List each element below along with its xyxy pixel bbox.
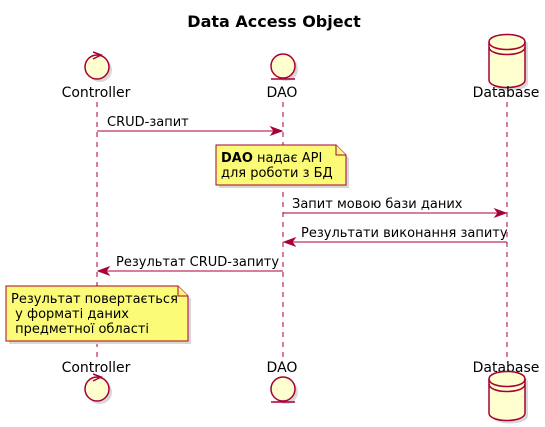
message-label: Результати виконання запиту	[301, 226, 508, 241]
database-icon	[488, 33, 528, 91]
message-crud-result: Результат CRUD-запиту	[96, 255, 283, 277]
control-icon	[84, 373, 112, 404]
participant-controller-bottom: Controller	[62, 360, 131, 404]
note-text-line2: у форматі даних	[11, 307, 129, 322]
participant-controller-top: Controller	[62, 51, 131, 101]
participant-label-controller: Controller	[62, 85, 131, 101]
diagram-title: Data Access Object	[187, 12, 361, 31]
note-dao-api: DAO надає API для роботи з БД	[215, 144, 349, 188]
database-icon	[488, 370, 528, 424]
message-label: CRUD-запит	[107, 115, 189, 130]
message-crud-request: CRUD-запит	[97, 115, 284, 137]
participant-label-database: Database	[473, 360, 540, 376]
message-query-results: Результати виконання запиту	[282, 226, 508, 248]
participant-database-bottom: Database	[473, 360, 540, 424]
note-controller-result: Результат повертається у форматі даних п…	[5, 285, 191, 344]
note-bold-prefix: DAO	[221, 151, 253, 166]
participant-label-database: Database	[473, 85, 540, 101]
message-db-query: Запит мовою бази даних	[283, 197, 508, 219]
participant-label-controller: Controller	[62, 360, 131, 376]
message-label: Запит мовою бази даних	[292, 197, 463, 212]
note-line1-rest: надає API	[253, 151, 322, 166]
note-text-line1: DAO надає API	[221, 151, 322, 166]
note-text-line2: для роботи з БД	[221, 166, 333, 181]
note-text-line3: предметної області	[11, 322, 149, 337]
participant-database-top: Database	[473, 33, 540, 101]
note-text-line1: Результат повертається	[11, 292, 178, 307]
participant-dao-top: DAO	[267, 53, 298, 101]
participant-label-dao: DAO	[267, 360, 298, 376]
entity-icon	[270, 376, 298, 404]
participant-label-dao: DAO	[267, 85, 298, 101]
entity-icon	[270, 53, 298, 81]
control-icon	[84, 51, 112, 82]
message-label: Результат CRUD-запиту	[116, 255, 279, 270]
participant-dao-bottom: DAO	[267, 360, 298, 404]
